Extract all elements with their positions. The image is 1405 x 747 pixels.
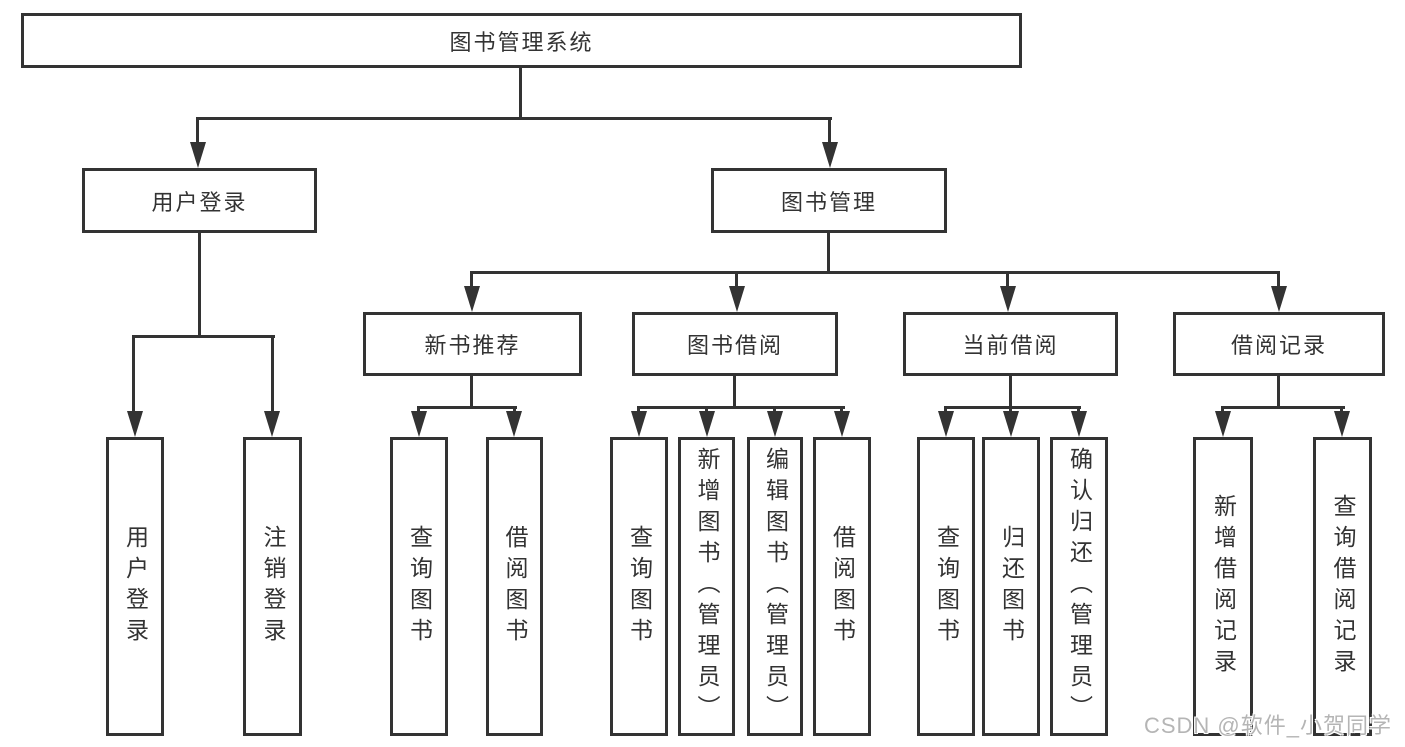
arrowhead-down-icon [1071,411,1087,437]
node-book-management-label: 图书管理 [780,189,877,215]
connector-line [827,233,830,274]
arrowhead-down-icon [190,142,206,168]
arrowhead-down-icon [1334,411,1350,437]
connector-line [417,406,420,414]
leaf-newbook-query-label: 查询图书 [406,524,433,649]
leaf-borrow-borrow: 借阅图书 [813,437,871,736]
arrowhead-down-icon [729,286,745,312]
connector-line [470,271,473,288]
node-borrow-records-label: 借阅记录 [1230,333,1327,358]
connector-line [1221,406,1224,414]
connector-line [1009,376,1012,409]
leaf-current-query: 查询图书 [917,437,975,736]
leaf-borrow-edit-admin-label: 编辑图书（管理员） [762,447,789,726]
node-book-borrow: 图书借阅 [632,312,838,376]
leaf-borrow-edit-admin: 编辑图书（管理员） [747,437,803,736]
leaf-current-query-label: 查询图书 [933,524,960,649]
connector-line [1077,406,1080,414]
connector-line [1277,376,1280,409]
connector-line [705,406,708,414]
connector-line [637,406,640,414]
leaf-current-confirm-admin-label: 确认归还（管理员） [1066,447,1093,726]
csdn-watermark: CSDN @软件_小贺同学 [1143,713,1392,738]
node-new-book-recommend-label: 新书推荐 [424,333,521,358]
arrowhead-down-icon [1003,411,1019,437]
leaf-borrow-borrow-label: 借阅图书 [829,524,856,649]
arrowhead-down-icon [822,142,838,168]
connector-line [470,376,473,409]
connector-line [417,406,517,409]
arrowhead-down-icon [938,411,954,437]
connector-line [198,233,201,338]
leaf-newbook-query: 查询图书 [390,437,448,736]
node-current-borrow: 当前借阅 [903,312,1118,376]
connector-line [840,406,843,414]
leaf-logout: 注销登录 [243,437,302,736]
arrowhead-down-icon [1271,286,1287,312]
connector-line [1277,271,1280,288]
leaf-logout-label: 注销登录 [260,524,286,649]
leaf-records-add-label: 新增借阅记录 [1210,493,1237,680]
connector-line [735,271,738,288]
connector-line [132,335,135,413]
leaf-borrow-query: 查询图书 [610,437,668,736]
node-new-book-recommend: 新书推荐 [363,312,582,376]
arrowhead-down-icon [506,411,522,437]
leaf-current-confirm-admin: 确认归还（管理员） [1050,437,1108,736]
node-root-system: 图书管理系统 [21,13,1022,68]
connector-line [1006,271,1009,288]
connector-line [1340,406,1343,414]
leaf-borrow-add-admin-label: 新增图书（管理员） [694,447,720,726]
connector-line [132,335,275,338]
leaf-borrow-query-label: 查询图书 [626,524,653,649]
leaf-user-login-label: 用户登录 [122,524,149,649]
arrowhead-down-icon [699,411,715,437]
node-book-borrow-label: 图书借阅 [686,333,783,358]
connector-line [196,117,199,145]
connector-line [637,406,845,409]
node-user-login-label: 用户登录 [151,189,248,215]
leaf-borrow-add-admin: 新增图书（管理员） [678,437,735,736]
connector-line [944,406,947,414]
connector-line [470,271,1280,274]
arrowhead-down-icon [1215,411,1231,437]
node-book-management: 图书管理 [711,168,947,233]
arrowhead-down-icon [264,411,280,437]
arrowhead-down-icon [767,411,783,437]
connector-line [519,68,522,120]
leaf-user-login: 用户登录 [106,437,164,736]
leaf-current-return: 归还图书 [982,437,1040,736]
leaf-newbook-borrow-label: 借阅图书 [502,524,528,649]
arrowhead-down-icon [631,411,647,437]
node-root-label: 图书管理系统 [449,29,594,55]
leaf-records-add: 新增借阅记录 [1193,437,1253,736]
leaf-newbook-borrow: 借阅图书 [486,437,543,736]
arrowhead-down-icon [834,411,850,437]
connector-line [513,406,516,414]
node-borrow-records: 借阅记录 [1173,312,1385,376]
leaf-current-return-label: 归还图书 [998,524,1025,649]
node-user-login: 用户登录 [82,168,317,233]
connector-line [944,406,1081,409]
leaf-records-query-label: 查询借阅记录 [1330,493,1356,680]
arrowhead-down-icon [127,411,143,437]
connector-line [271,335,274,413]
connector-line [196,117,832,120]
connector-line [733,376,736,409]
arrowhead-down-icon [1000,286,1016,312]
node-current-borrow-label: 当前借阅 [962,333,1059,358]
connector-line [1009,406,1012,414]
connector-line [828,117,831,145]
leaf-records-query: 查询借阅记录 [1313,437,1372,736]
connector-line [773,406,776,414]
connector-line [1221,406,1345,409]
arrowhead-down-icon [411,411,427,437]
arrowhead-down-icon [464,286,480,312]
